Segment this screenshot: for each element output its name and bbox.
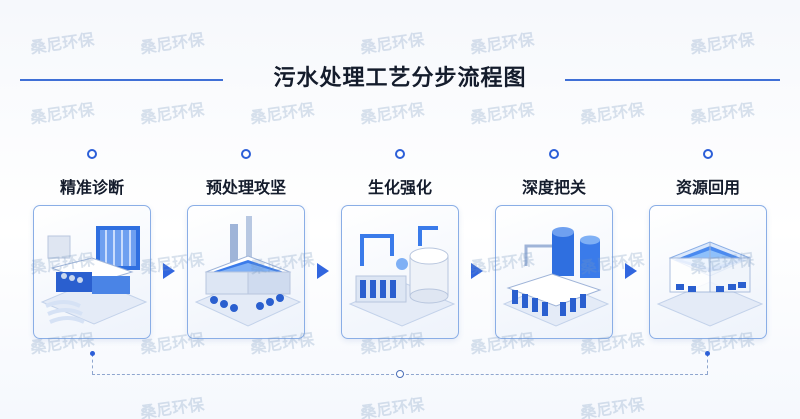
step-label-5: 资源回用 <box>633 174 783 198</box>
step-marker-dot <box>87 149 97 159</box>
bottom-connector-left <box>92 354 93 374</box>
step-marker-dot <box>703 149 713 159</box>
diagram-title: 污水处理工艺分步流程图 <box>0 60 800 92</box>
flow-arrow-3 <box>471 263 483 279</box>
watermark: 桑尼环保 <box>469 26 536 59</box>
connector-dot <box>705 351 710 356</box>
biochemical-facility-icon <box>342 206 459 339</box>
flow-arrow-4 <box>625 263 637 279</box>
connector-dot <box>90 351 95 356</box>
watermark: 桑尼环保 <box>139 26 206 59</box>
bottom-connector-right <box>707 354 708 374</box>
step-marker-dot <box>395 149 405 159</box>
flow-arrow-1 <box>163 263 175 279</box>
step-marker-dot <box>241 149 251 159</box>
watermark: 桑尼环保 <box>689 26 756 59</box>
watermark: 桑尼环保 <box>469 96 536 129</box>
watermark: 桑尼环保 <box>579 391 646 419</box>
step-label-1: 精准诊断 <box>17 174 167 198</box>
watermark: 桑尼环保 <box>359 96 426 129</box>
diagnosis-facility-icon <box>34 206 151 339</box>
water-reuse-facility-icon <box>650 206 767 339</box>
step-label-2: 预处理攻坚 <box>171 174 321 198</box>
step-label-4: 深度把关 <box>479 174 629 198</box>
watermark: 桑尼环保 <box>29 96 96 129</box>
step-card-4 <box>495 205 613 339</box>
step-label-3: 生化强化 <box>325 174 475 198</box>
watermark: 桑尼环保 <box>29 26 96 59</box>
step-card-3 <box>341 205 459 339</box>
watermark: 桑尼环保 <box>689 96 756 129</box>
watermark: 桑尼环保 <box>249 96 316 129</box>
step-card-1 <box>33 205 151 339</box>
watermark: 桑尼环保 <box>139 391 206 419</box>
watermark: 桑尼环保 <box>579 96 646 129</box>
pretreatment-facility-icon <box>188 206 305 339</box>
step-card-2 <box>187 205 305 339</box>
advanced-treatment-facility-icon <box>496 206 613 339</box>
watermark: 桑尼环保 <box>359 26 426 59</box>
bottom-center-dot <box>396 370 404 378</box>
watermark: 桑尼环保 <box>139 96 206 129</box>
watermark: 桑尼环保 <box>359 391 426 419</box>
step-card-5 <box>649 205 767 339</box>
step-marker-dot <box>549 149 559 159</box>
flow-arrow-2 <box>317 263 329 279</box>
